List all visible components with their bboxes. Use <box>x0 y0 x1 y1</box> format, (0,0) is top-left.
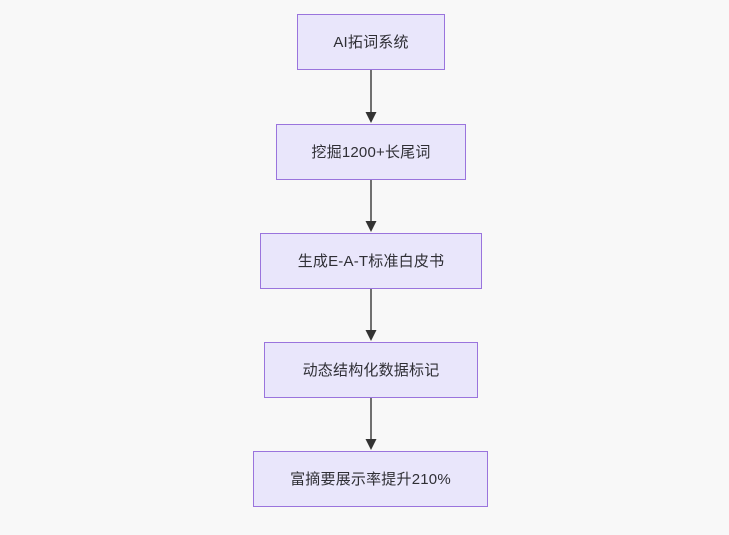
connector-n1-n2 <box>361 70 381 124</box>
node-label: 富摘要展示率提升210% <box>290 470 451 488</box>
connector-n3-n4 <box>361 289 381 342</box>
flowchart-node-mine-longtail-keywords[interactable]: 挖掘1200+长尾词 <box>276 124 466 180</box>
flowchart-node-generate-eat-whitepaper[interactable]: 生成E-A-T标准白皮书 <box>260 233 482 289</box>
connector-n4-n5 <box>361 398 381 451</box>
node-label: 挖掘1200+长尾词 <box>311 143 431 161</box>
connector-n2-n3 <box>361 180 381 233</box>
node-label: AI拓词系统 <box>333 33 409 51</box>
node-label: 动态结构化数据标记 <box>302 361 440 379</box>
node-label: 生成E-A-T标准白皮书 <box>297 252 445 270</box>
flowchart-node-rich-snippet-impression-lift[interactable]: 富摘要展示率提升210% <box>253 451 488 507</box>
flowchart-node-dynamic-structured-data-markup[interactable]: 动态结构化数据标记 <box>264 342 478 398</box>
flowchart-node-ai-keyword-system[interactable]: AI拓词系统 <box>297 14 445 70</box>
